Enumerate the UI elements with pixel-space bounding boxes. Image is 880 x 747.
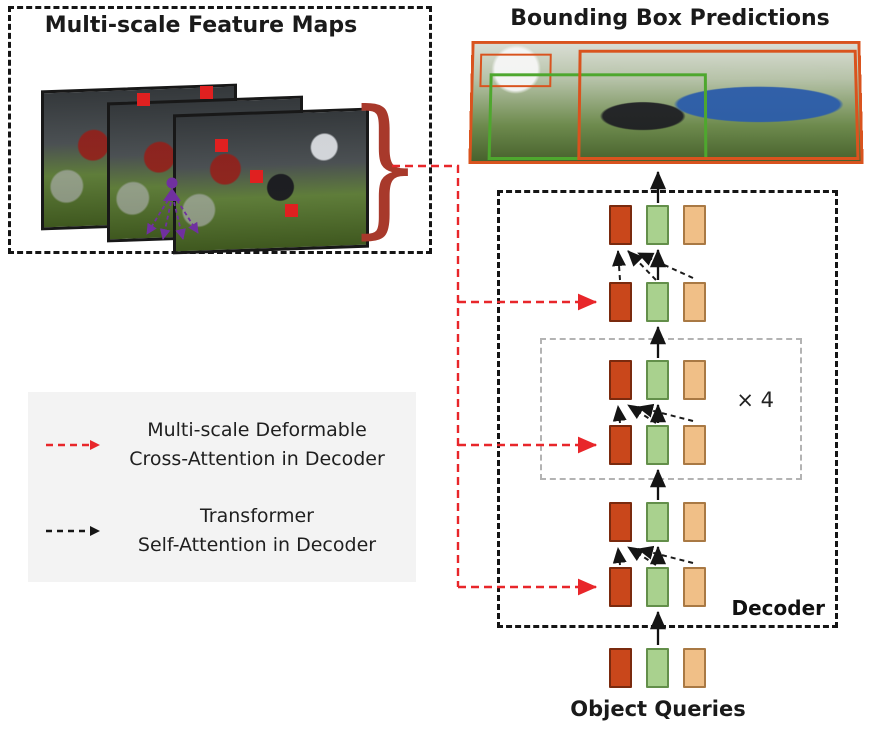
feature-maps-panel: Multi-scale Feature Maps } (8, 6, 432, 255)
query-rect-green (646, 282, 669, 322)
legend-entry-cross-attention: Multi-scale Deformable Cross-Attention i… (44, 416, 404, 475)
legend-entry-self-attention: Transformer Self-Attention in Decoder (44, 502, 404, 561)
legend-cross-attention-text: Multi-scale Deformable Cross-Attention i… (110, 416, 404, 475)
query-rect-tan (683, 205, 706, 245)
query-rect-orange (609, 205, 632, 245)
predictions-image (468, 40, 864, 165)
object-queries-row (609, 648, 706, 688)
bbox-large-orange (577, 49, 860, 161)
query-rect-tan (683, 648, 706, 688)
object-queries-label: Object Queries (570, 697, 746, 721)
query-rect-orange (609, 360, 632, 400)
legend-self-attention-line2: Self-Attention in Decoder (137, 534, 377, 557)
black-dashed-arrow-icon (46, 526, 100, 537)
repeat-group-box: × 4 (540, 338, 802, 480)
feature-maps-title: Multi-scale Feature Maps (44, 13, 358, 38)
decoder-label: Decoder (731, 596, 825, 620)
query-rect-orange (609, 648, 632, 688)
query-rect-tan (683, 282, 706, 322)
query-rect-orange (609, 425, 632, 465)
decoder-layer3-input-row (609, 567, 706, 607)
red-dashed-arrow-icon (46, 440, 100, 451)
curly-brace-icon: } (346, 79, 423, 253)
query-rect-green (646, 502, 669, 542)
predictions-title: Bounding Box Predictions (510, 6, 830, 31)
decoder-layer2-output-row (609, 360, 706, 400)
query-rect-green (646, 205, 669, 245)
legend-panel: Multi-scale Deformable Cross-Attention i… (28, 392, 416, 582)
query-rect-orange (609, 502, 632, 542)
decoder-layer1-input-row (609, 282, 706, 322)
legend-self-attention-line1: Transformer (199, 505, 314, 527)
query-rect-green (646, 360, 669, 400)
decoder-layer2-input-row (609, 425, 706, 465)
query-rect-green (646, 425, 669, 465)
legend-cross-attention-line1: Multi-scale Deformable (147, 419, 367, 441)
query-rect-tan (683, 502, 706, 542)
query-rect-green (646, 567, 669, 607)
query-rect-tan (683, 567, 706, 607)
query-rect-orange (609, 567, 632, 607)
query-rect-orange (609, 282, 632, 322)
query-rect-tan (683, 360, 706, 400)
legend-cross-attention-line2: Cross-Attention in Decoder (129, 448, 385, 471)
repeat-count-label: × 4 (736, 388, 774, 412)
feature-map-image-small (173, 107, 369, 255)
query-rect-green (646, 648, 669, 688)
query-rect-tan (683, 425, 706, 465)
decoder-layer1-output-row (609, 205, 706, 245)
decoder-box: Decoder (497, 190, 838, 628)
legend-self-attention-text: Transformer Self-Attention in Decoder (110, 502, 404, 561)
decoder-layer3-output-row (609, 502, 706, 542)
